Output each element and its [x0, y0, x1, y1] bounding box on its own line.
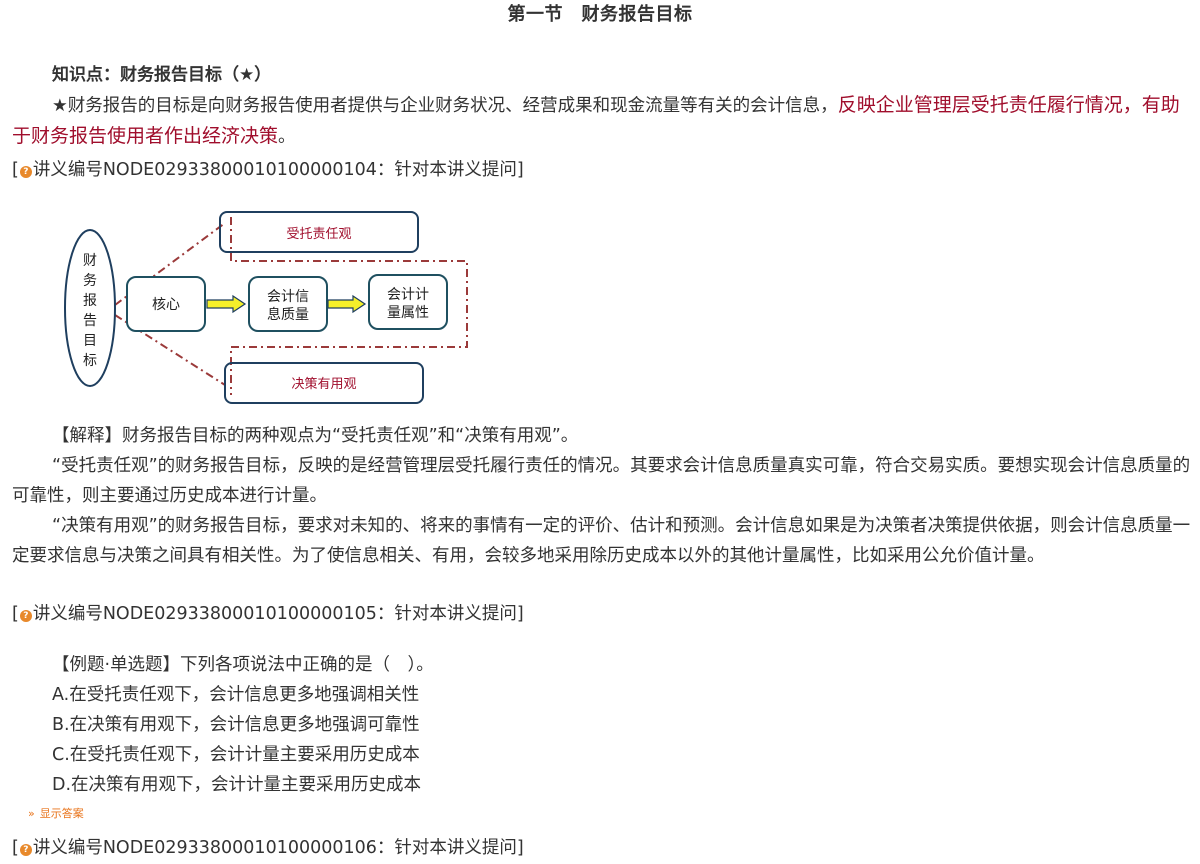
bracket-open: [ — [12, 604, 19, 624]
bracket-close: ] — [516, 604, 524, 624]
svg-text:量属性: 量属性 — [387, 305, 429, 321]
svg-text:核心: 核心 — [152, 297, 180, 313]
option-b: B.在决策有用观下，会计信息更多地强调可靠性 — [52, 715, 420, 735]
example-question: 【例题·单选题】下列各项说法中正确的是（ ）。 — [52, 655, 434, 675]
knowledge-point-heading: 知识点：财务报告目标（★） — [52, 65, 272, 85]
explanation-p1: 【解释】财务报告目标的两种观点为“受托责任观”和“决策有用观”。 — [52, 426, 579, 446]
option-c: C.在受托责任观下，会计计量主要采用历史成本 — [52, 745, 420, 765]
measurement-box — [368, 274, 448, 330]
arrow-icon — [206, 294, 247, 314]
option-d: D.在决策有用观下，会计计量主要采用历史成本 — [52, 775, 422, 795]
node-link-label[interactable]: 讲义编号NODE02933800010100000105：针对本讲义提问 — [32, 604, 517, 624]
node-link-label[interactable]: 讲义编号NODE02933800010100000106：针对本讲义提问 — [32, 838, 517, 858]
knowledge-point-highlight: 反映企业管理层受托责任履行情况，有助于财务报告使用者作出经济决策 — [12, 94, 1180, 147]
node-link-106[interactable]: [?讲义编号NODE02933800010100000106：针对本讲义提问] — [12, 835, 524, 861]
knowledge-point-text: ★财务报告的目标是向财务报告使用者提供与企业财务状况、经营成果和现金流量等有关的… — [12, 90, 1192, 152]
show-answer-link[interactable]: » 显示答案 — [28, 806, 84, 822]
question-icon: ? — [19, 844, 32, 856]
knowledge-point-normal: ★财务报告的目标是向财务报告使用者提供与企业财务状况、经营成果和现金流量等有关的… — [52, 96, 838, 116]
knowledge-point-end: 。 — [278, 127, 296, 147]
view-bottom-box — [224, 362, 424, 404]
option-a: A.在受托责任观下，会计信息更多地强调相关性 — [52, 685, 420, 705]
bracket-close: ] — [516, 838, 524, 858]
financial-report-objective-diagram: 财 务 报 告 目 标 核心 会计信 息质量 会计计 量属性 受托责任观 决策有… — [64, 211, 468, 404]
svg-text:报: 报 — [83, 293, 97, 309]
bracket-open: [ — [12, 838, 19, 858]
svg-text:务: 务 — [83, 273, 97, 289]
bracket-open: [ — [12, 160, 19, 180]
question-icon: ? — [19, 610, 32, 622]
svg-text:受托责任观: 受托责任观 — [286, 227, 351, 242]
explanation-p3: “决策有用观”的财务报告目标，要求对未知的、将来的事情有一定的评价、估计和预测。… — [12, 516, 1191, 566]
svg-text:会计信: 会计信 — [267, 289, 309, 305]
double-chevron-icon: » — [28, 807, 35, 820]
question-icon: ? — [19, 166, 32, 178]
bracket-close: ] — [516, 160, 524, 180]
node-link-label[interactable]: 讲义编号NODE02933800010100000104：针对本讲义提问 — [32, 160, 517, 180]
svg-text:目: 目 — [83, 333, 97, 349]
core-box — [126, 276, 206, 332]
quality-box — [248, 276, 328, 332]
svg-text:息质量: 息质量 — [267, 306, 309, 323]
svg-text:决策有用观: 决策有用观 — [291, 376, 356, 392]
node-link-105[interactable]: [?讲义编号NODE02933800010100000105：针对本讲义提问] — [12, 601, 524, 627]
svg-text:告: 告 — [83, 313, 97, 329]
show-answer-label[interactable]: 显示答案 — [39, 807, 84, 820]
arrow-icon — [327, 294, 367, 314]
root-char-1: 财 — [83, 253, 97, 269]
explanation-p2: “受托责任观”的财务报告目标，反映的是经营管理层受托履行责任的情况。其要求会计信… — [12, 456, 1191, 506]
dash-bracket — [230, 217, 468, 395]
section-title: 第一节 财务报告目标 — [507, 4, 693, 25]
node-link-104[interactable]: [?讲义编号NODE02933800010100000104：针对本讲义提问] — [12, 157, 524, 183]
svg-text:标: 标 — [83, 353, 97, 369]
root-ellipse — [64, 229, 116, 387]
view-top-box — [219, 211, 419, 253]
svg-text:会计计: 会计计 — [387, 287, 429, 303]
